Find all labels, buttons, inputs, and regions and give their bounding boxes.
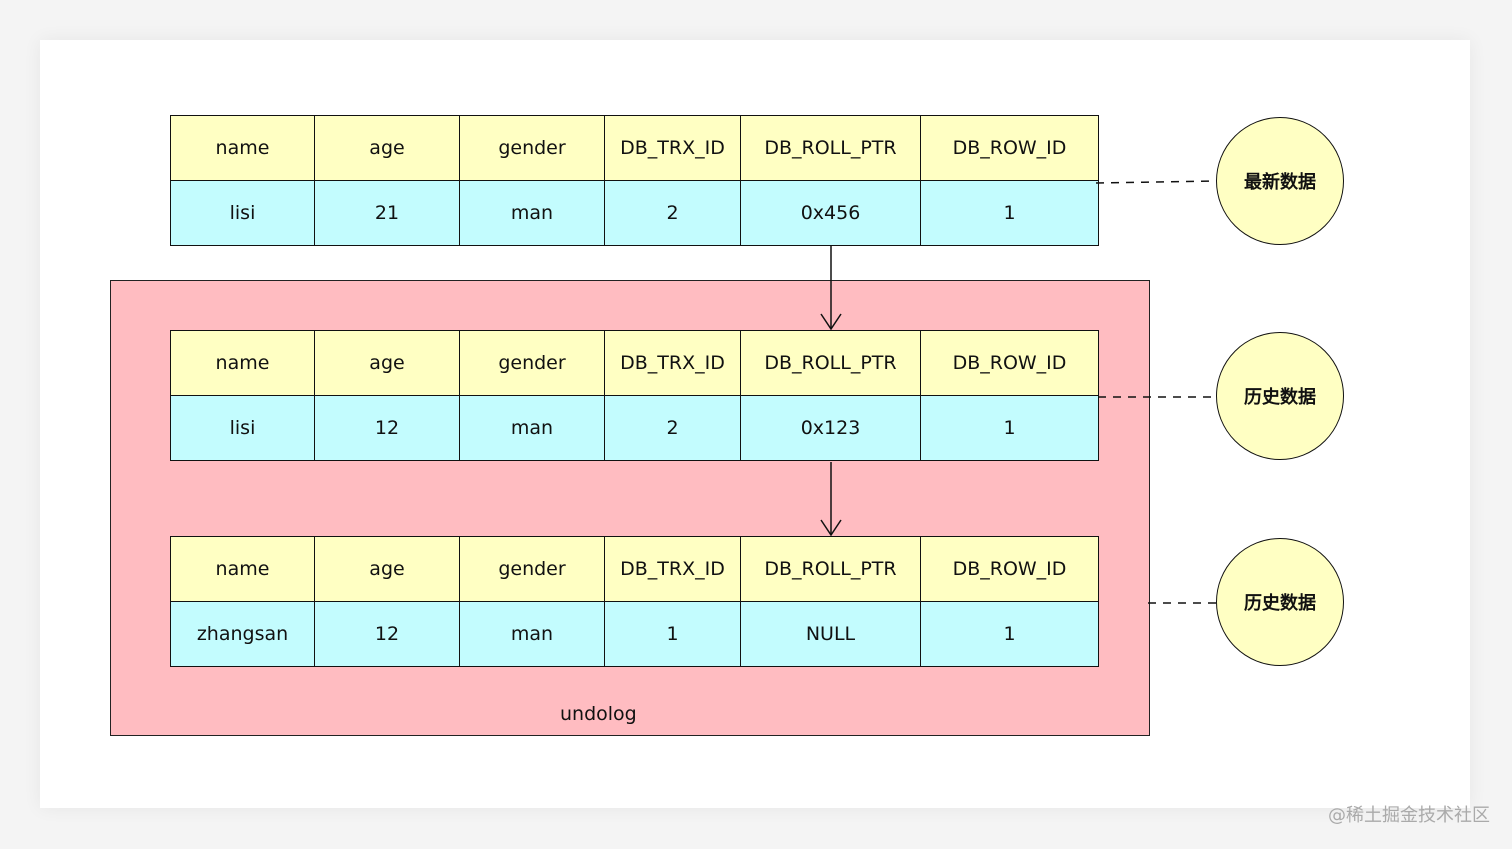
value-gender: man (460, 601, 605, 666)
header-db-trx-id: DB_TRX_ID (605, 116, 741, 181)
value-name: lisi (171, 180, 315, 245)
value-db-trx-id: 2 (605, 395, 741, 460)
header-name: name (171, 116, 315, 181)
value-db-row-id: 1 (921, 601, 1098, 666)
header-db-row-id: DB_ROW_ID (921, 331, 1098, 396)
header-gender: gender (460, 331, 605, 396)
header-age: age (315, 116, 460, 181)
value-age: 12 (315, 601, 460, 666)
header-age: age (315, 331, 460, 396)
header-name: name (171, 537, 315, 602)
value-age: 21 (315, 180, 460, 245)
header-db-row-id: DB_ROW_ID (921, 537, 1098, 602)
history-data-circle-1: 历史数据 (1216, 332, 1344, 460)
header-name: name (171, 331, 315, 396)
latest-data-circle: 最新数据 (1216, 117, 1344, 245)
value-name: lisi (171, 395, 315, 460)
value-age: 12 (315, 395, 460, 460)
header-db-trx-id: DB_TRX_ID (605, 537, 741, 602)
value-db-roll-ptr: 0x456 (741, 180, 921, 245)
record-history-1: name age gender DB_TRX_ID DB_ROLL_PTR DB… (170, 330, 1099, 461)
value-name: zhangsan (171, 601, 315, 666)
value-db-roll-ptr: NULL (741, 601, 921, 666)
value-gender: man (460, 395, 605, 460)
watermark: @稀土掘金技术社区 (1328, 805, 1490, 826)
header-db-trx-id: DB_TRX_ID (605, 331, 741, 396)
header-db-roll-ptr: DB_ROLL_PTR (741, 331, 921, 396)
record-latest: name age gender DB_TRX_ID DB_ROLL_PTR DB… (170, 115, 1099, 246)
value-gender: man (460, 180, 605, 245)
header-db-row-id: DB_ROW_ID (921, 116, 1098, 181)
value-db-row-id: 1 (921, 395, 1098, 460)
header-db-roll-ptr: DB_ROLL_PTR (741, 537, 921, 602)
undolog-label: undolog (560, 703, 637, 725)
header-gender: gender (460, 116, 605, 181)
header-db-roll-ptr: DB_ROLL_PTR (741, 116, 921, 181)
record-history-2: name age gender DB_TRX_ID DB_ROLL_PTR DB… (170, 536, 1099, 667)
history-data-circle-2: 历史数据 (1216, 538, 1344, 666)
value-db-roll-ptr: 0x123 (741, 395, 921, 460)
value-db-trx-id: 2 (605, 180, 741, 245)
value-db-trx-id: 1 (605, 601, 741, 666)
header-gender: gender (460, 537, 605, 602)
header-age: age (315, 537, 460, 602)
value-db-row-id: 1 (921, 180, 1098, 245)
